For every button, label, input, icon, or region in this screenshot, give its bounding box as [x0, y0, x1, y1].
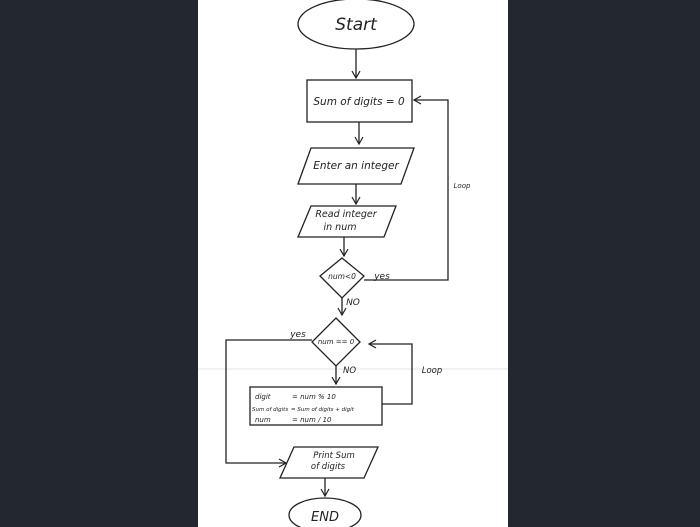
read-label-line1: Read integer [315, 209, 377, 220]
process-row-1-var: digit [255, 393, 271, 401]
process-row-3-var: num [255, 416, 271, 424]
decision-zero-no-label: NO [343, 366, 356, 376]
decision-negative-yes-label: yes [373, 272, 390, 282]
decision-zero-yes-label: yes [289, 330, 306, 340]
decision-zero-label: num == 0 [318, 338, 355, 346]
print-label-line1: Print Sum [313, 451, 354, 461]
process-row-2-expr: = Sum of digits + digit [291, 407, 355, 413]
end-label: END [311, 510, 339, 525]
input-label: Enter an integer [313, 160, 399, 172]
init-label: Sum of digits = 0 [313, 96, 405, 108]
digit-process-box [249, 386, 383, 426]
process-row-3-expr: = num / 10 [292, 416, 332, 424]
read-parallelogram [297, 205, 397, 238]
read-label-line2: in num [324, 222, 357, 233]
process-row-1-expr: = num % 10 [292, 393, 336, 401]
process-row-2-var: Sum of digits [252, 407, 288, 413]
decision-negative-no-label: NO [346, 298, 360, 308]
init-process-box [306, 79, 413, 123]
end-terminal [288, 497, 362, 527]
print-label-line2: of digits [311, 462, 346, 472]
print-parallelogram [278, 446, 380, 479]
inner-loop-label: Loop [422, 366, 443, 376]
loop-back-outer-connector [364, 95, 449, 281]
decision-negative-label: num<0 [328, 272, 356, 281]
arrow-zero-yes-to-print [225, 339, 312, 468]
loop-back-inner-connector [367, 339, 413, 405]
start-label: Start [335, 15, 378, 35]
outer-loop-label: Loop [454, 182, 471, 190]
input-parallelogram [297, 147, 415, 185]
